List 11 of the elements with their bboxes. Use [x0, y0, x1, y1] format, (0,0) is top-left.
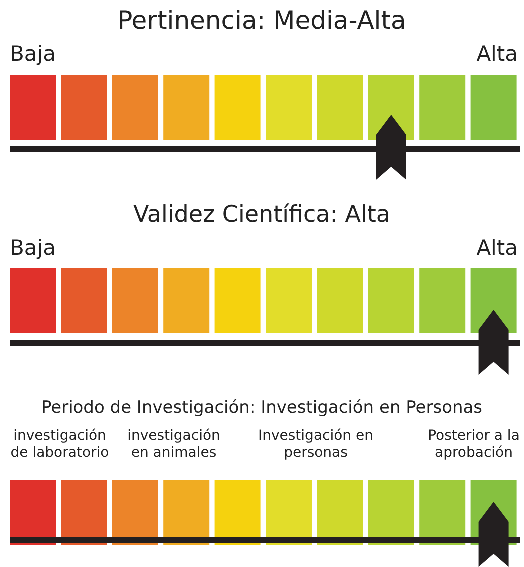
stage-label: investigación de laboratorio — [10, 428, 110, 462]
stage-label: investigación en animales — [126, 428, 222, 462]
scale-end-label: Alta — [476, 236, 518, 260]
scale-end-label: Baja — [10, 236, 56, 260]
scale-end-label: Baja — [10, 42, 56, 66]
panel-title: Pertinencia: Media-Alta — [116, 6, 408, 35]
scale-end-label: Alta — [476, 42, 518, 66]
stage-label: Posterior a la aprobación — [427, 428, 521, 462]
panel-title: Periodo de Investigación: Investigación en Personas — [40, 398, 484, 418]
panel-title: Validez Científica: Alta — [132, 202, 392, 228]
stage-label: Investigación en personas — [258, 428, 374, 462]
